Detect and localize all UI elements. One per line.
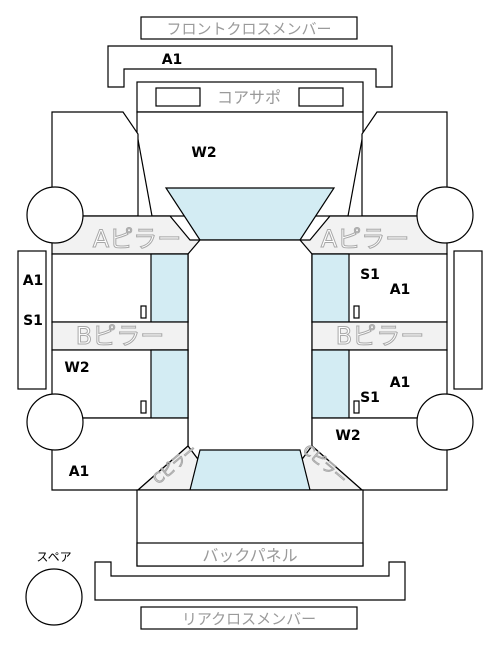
left-rear-quarter-code: A1 [69,464,90,480]
rear-cross-member-label: リアクロスメンバー [182,610,316,628]
right-front-window[interactable] [311,253,350,323]
back-panel-label: バックパネル [202,546,297,565]
left-front-door-handle[interactable] [140,305,147,319]
front-member-code: A1 [162,52,183,68]
right-rear-door-handle[interactable] [353,400,360,414]
left-rear-window[interactable] [150,349,189,419]
rear-window[interactable] [189,449,311,491]
right-rear-quarter-code: W2 [335,428,360,444]
roof-panel[interactable] [187,239,313,463]
right-a-pillar-label: Aピラー [321,225,409,253]
left-front-tire[interactable] [26,186,84,244]
back-panel[interactable] [136,542,364,567]
right-b-pillar-label: Bピラー [336,322,424,350]
rear-cross-member-box[interactable] [140,606,358,630]
right-front-door-code-a1: A1 [390,282,411,298]
spare-label: スペア [36,550,71,564]
right-sill[interactable] [453,250,483,390]
front-member-panel[interactable] [107,45,393,88]
rear-bumper[interactable] [94,561,406,601]
left-rear-tire[interactable] [26,393,84,451]
left-front-window[interactable] [150,253,189,323]
left-rear-door-handle[interactable] [140,400,147,414]
right-b-pillar[interactable] [311,321,448,351]
left-sill-code-s1: S1 [23,313,43,329]
hood-code: W2 [191,145,216,161]
right-headlight[interactable] [298,87,344,107]
right-front-tire[interactable] [416,186,474,244]
left-headlight[interactable] [155,87,201,107]
core-support-label: コアサポ [217,88,281,107]
left-rear-door-code: W2 [64,360,89,376]
left-a-pillar-label: Aピラー [93,225,181,253]
right-front-door-handle[interactable] [353,305,360,319]
right-rear-door-code-a1: A1 [390,375,411,391]
right-rear-window[interactable] [311,349,350,419]
left-sill-code-a1: A1 [23,273,44,289]
right-front-door-code-s1: S1 [360,267,380,283]
left-b-pillar-label: Bピラー [76,322,164,350]
right-rear-tire[interactable] [416,393,474,451]
right-rear-door-code-s1: S1 [360,390,380,406]
spare-tire[interactable] [25,568,83,626]
windshield[interactable] [164,187,336,241]
left-sill[interactable] [17,250,47,390]
front-cross-member-box[interactable] [140,16,358,40]
front-cross-member-label: フロントクロスメンバー [166,20,331,38]
